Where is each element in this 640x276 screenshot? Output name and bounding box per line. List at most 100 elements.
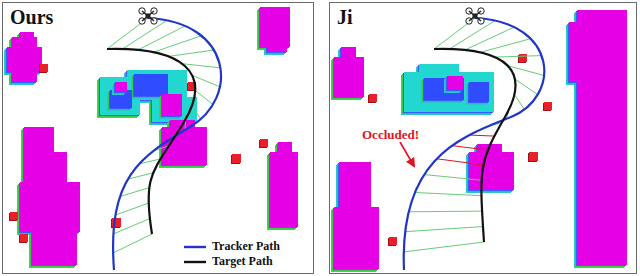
legend-text: Target Path <box>212 254 273 269</box>
voxel-obstacle <box>7 47 42 72</box>
sight-line <box>404 242 484 252</box>
sight-line <box>123 20 167 49</box>
voxel-shadow <box>368 95 376 103</box>
voxel-obstacle <box>519 54 527 62</box>
tracker-path <box>404 18 545 270</box>
voxel-layer <box>338 163 370 213</box>
target-path <box>107 49 195 234</box>
voxel-shadow <box>528 153 537 162</box>
voxel-layer <box>46 153 66 193</box>
sight-line <box>465 27 514 50</box>
voxel-shadow <box>39 65 47 73</box>
panel-title: Ours <box>8 6 55 28</box>
voxel-obstacle <box>115 82 127 92</box>
target-path <box>434 49 515 242</box>
sight-line <box>415 193 482 196</box>
voxel-obstacle <box>267 42 287 52</box>
voxel-layer <box>269 153 297 228</box>
voxel-layer <box>418 65 458 75</box>
sight-line <box>469 135 494 137</box>
sight-line <box>514 94 524 109</box>
voxel-obstacle <box>544 102 552 110</box>
voxel-shadow <box>543 103 551 111</box>
voxel-layer <box>6 48 41 73</box>
voxel-obstacle <box>447 76 463 90</box>
voxel-obstacle <box>469 82 489 102</box>
voxel-layer <box>568 23 578 83</box>
legend-text: Tracker Path <box>212 239 280 254</box>
voxel-layer <box>333 208 378 270</box>
voxel-layer <box>114 83 126 93</box>
figure-panel: Ours <box>2 2 314 274</box>
panel-title: Ji <box>335 6 355 28</box>
sight-line <box>113 219 149 234</box>
voxel-shadow <box>231 155 240 164</box>
sight-line <box>115 203 148 215</box>
sight-line <box>107 18 148 49</box>
drone-icon <box>466 8 484 24</box>
voxel-layer <box>576 11 626 266</box>
sight-line <box>437 159 484 165</box>
voxel-obstacle <box>529 152 538 161</box>
sight-line <box>452 146 488 150</box>
voxel-obstacle <box>134 74 168 96</box>
voxel-obstacle <box>270 152 298 227</box>
sight-line <box>192 75 220 87</box>
voxel-obstacle <box>339 162 371 212</box>
sight-line <box>120 188 149 197</box>
sight-line <box>153 36 201 52</box>
sight-line <box>480 39 530 53</box>
sight-line <box>449 21 495 49</box>
voxel-obstacle <box>569 22 579 82</box>
voxel-layer <box>446 77 462 91</box>
voxel-obstacle <box>389 237 397 245</box>
voxel-obstacle <box>404 72 494 112</box>
voxel-shadow <box>259 140 267 148</box>
voxel-layer <box>19 33 33 43</box>
voxel-layer <box>277 143 291 155</box>
legend-line <box>183 257 207 267</box>
voxel-obstacle <box>20 32 34 42</box>
voxel-obstacle <box>20 234 28 242</box>
voxel-shadow <box>187 83 195 91</box>
sight-line <box>405 227 483 232</box>
voxel-layer <box>340 48 355 60</box>
sight-line <box>192 106 201 120</box>
legend-row: Tracker Path <box>183 239 280 254</box>
voxel-obstacle <box>577 10 627 265</box>
voxel-layer <box>31 231 76 266</box>
sight-line <box>495 56 542 58</box>
voxel-obstacle <box>162 94 182 116</box>
legend-line <box>183 242 207 252</box>
voxel-obstacle <box>419 64 459 74</box>
legend-row: Target Path <box>183 254 280 269</box>
voxel-obstacle <box>47 152 67 192</box>
sight-line <box>138 26 185 50</box>
voxel-layer <box>333 58 363 98</box>
panel-illustration <box>331 8 627 272</box>
voxel-obstacle <box>260 139 268 147</box>
voxel-obstacle <box>278 142 292 154</box>
voxel-obstacle <box>334 207 379 269</box>
voxel-layer <box>468 83 488 103</box>
sight-line <box>113 234 152 253</box>
voxel-obstacle <box>334 57 364 97</box>
voxel-obstacle <box>40 64 48 72</box>
voxel-layer <box>468 153 513 191</box>
callout-arrow <box>400 142 414 166</box>
voxel-shadow <box>9 213 17 221</box>
legend: Tracker PathTarget Path <box>180 237 283 271</box>
drone-icon <box>139 8 157 24</box>
voxel-obstacle <box>10 212 18 220</box>
voxel-obstacle <box>260 7 290 47</box>
voxel-obstacle <box>469 152 514 190</box>
sight-line <box>168 50 214 56</box>
voxel-layer <box>161 95 181 117</box>
sight-line <box>434 18 475 49</box>
voxel-layer <box>133 75 167 97</box>
callout-label: Occluded! <box>360 128 421 142</box>
sight-line <box>195 90 213 104</box>
sight-line <box>182 64 220 68</box>
sight-line <box>515 79 538 95</box>
